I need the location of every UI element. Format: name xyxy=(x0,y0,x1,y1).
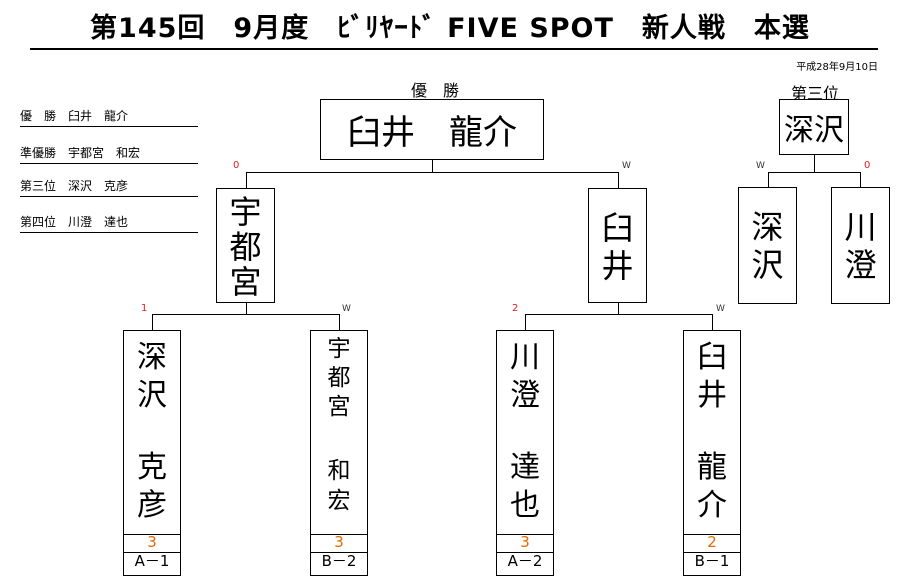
third-winner-name: 深沢 xyxy=(784,113,844,148)
final-left-drop xyxy=(246,172,247,189)
semi-right-stem xyxy=(618,302,619,315)
semi-left-stem xyxy=(246,302,247,315)
player-box-1: 深 沢 克 彦 3 A－1 xyxy=(123,330,181,576)
player-name-char: 龍 xyxy=(697,450,727,485)
player-name-char: 沢 xyxy=(137,378,167,413)
semi-right-char: 臼 xyxy=(601,209,634,247)
result-champion: 優 勝 臼井 龍介 xyxy=(20,106,198,127)
score-player-2: W xyxy=(342,304,351,314)
third-stem xyxy=(814,154,815,173)
third-crossbar xyxy=(768,172,860,173)
event-date: 平成28年9月10日 xyxy=(796,62,878,73)
semi-left-char: 宮 xyxy=(229,263,262,301)
player-game-score: 3 xyxy=(124,534,180,552)
third-left-char: 沢 xyxy=(751,246,784,284)
third-place-label: 第三位 xyxy=(790,84,839,103)
player-box-4: 臼 井 龍 介 2 B－1 xyxy=(683,330,741,576)
semi-left-drop-a xyxy=(152,314,153,331)
final-stem xyxy=(432,159,433,173)
third-left-char: 深 xyxy=(751,208,784,246)
score-third-right: 0 xyxy=(864,160,871,171)
semi-left-char: 都 xyxy=(229,228,262,266)
semi-left-char: 宇 xyxy=(229,193,262,231)
score-third-left: W xyxy=(756,161,765,171)
score-semi-right: W xyxy=(622,161,631,171)
third-left-box: 深 沢 xyxy=(738,187,797,304)
third-drop-left xyxy=(768,172,769,188)
third-winner-box: 深沢 xyxy=(779,99,849,155)
player-name-char: 宏 xyxy=(327,488,351,514)
player-name-char: 介 xyxy=(697,488,727,523)
player-name-char: 和 xyxy=(327,458,351,484)
semi-left-crossbar xyxy=(152,314,339,315)
player-game-score: 3 xyxy=(497,534,553,552)
final-crossbar xyxy=(246,172,618,173)
player-game-score: 2 xyxy=(684,534,740,552)
player-name-char: 都 xyxy=(327,365,351,391)
player-name-char: 宇 xyxy=(327,336,351,362)
third-right-char: 川 xyxy=(844,208,877,246)
champion-name: 臼井 龍介 xyxy=(347,113,517,153)
champion-label: 優 勝 xyxy=(410,81,459,100)
third-right-box: 川 澄 xyxy=(831,187,890,304)
result-third: 第三位 深沢 克彦 xyxy=(20,176,198,197)
semi-right-box: 臼 井 xyxy=(588,188,647,303)
player-name-char: 宮 xyxy=(327,394,351,420)
player-game-score: 3 xyxy=(311,534,367,552)
player-name-char: 也 xyxy=(510,488,540,523)
third-right-char: 澄 xyxy=(844,246,877,284)
score-semi-left: 0 xyxy=(233,160,240,171)
player-name-char: 深 xyxy=(137,340,167,375)
player-name-char: 澄 xyxy=(510,378,540,413)
score-player-3: 2 xyxy=(512,303,519,314)
player-seed-code: B－2 xyxy=(311,552,367,576)
semi-right-char: 井 xyxy=(601,247,634,285)
player-box-2: 宇 都 宮 和 宏 3 B－2 xyxy=(310,330,368,576)
player-name-char: 彦 xyxy=(137,488,167,523)
final-right-drop xyxy=(618,172,619,189)
third-drop-right xyxy=(860,172,861,188)
page-title: 第145回 9月度 ﾋﾞﾘﾔｰﾄﾞ FIVE SPOT 新人戦 本選 xyxy=(90,13,810,44)
player-seed-code: A－2 xyxy=(497,552,553,576)
score-player-4: W xyxy=(716,304,725,314)
semi-right-crossbar xyxy=(525,314,712,315)
player-seed-code: B－1 xyxy=(684,552,740,576)
semi-left-box: 宇 都 宮 xyxy=(216,188,275,303)
title-underline xyxy=(30,48,878,50)
score-player-1: 1 xyxy=(141,303,148,314)
semi-right-drop-a xyxy=(525,314,526,331)
semi-left-drop-b xyxy=(339,314,340,331)
player-name-char: 川 xyxy=(510,340,540,375)
result-runner-up: 準優勝 宇都宮 和宏 xyxy=(20,143,198,164)
player-seed-code: A－1 xyxy=(124,552,180,576)
player-box-3: 川 澄 達 也 3 A－2 xyxy=(496,330,554,576)
champion-box: 臼井 龍介 xyxy=(320,99,544,160)
player-name-char: 井 xyxy=(697,378,727,413)
semi-right-drop-b xyxy=(712,314,713,331)
result-fourth: 第四位 川澄 達也 xyxy=(20,212,198,233)
player-name-char: 達 xyxy=(510,450,540,485)
player-name-char: 臼 xyxy=(697,340,727,375)
player-name-char: 克 xyxy=(137,450,167,485)
